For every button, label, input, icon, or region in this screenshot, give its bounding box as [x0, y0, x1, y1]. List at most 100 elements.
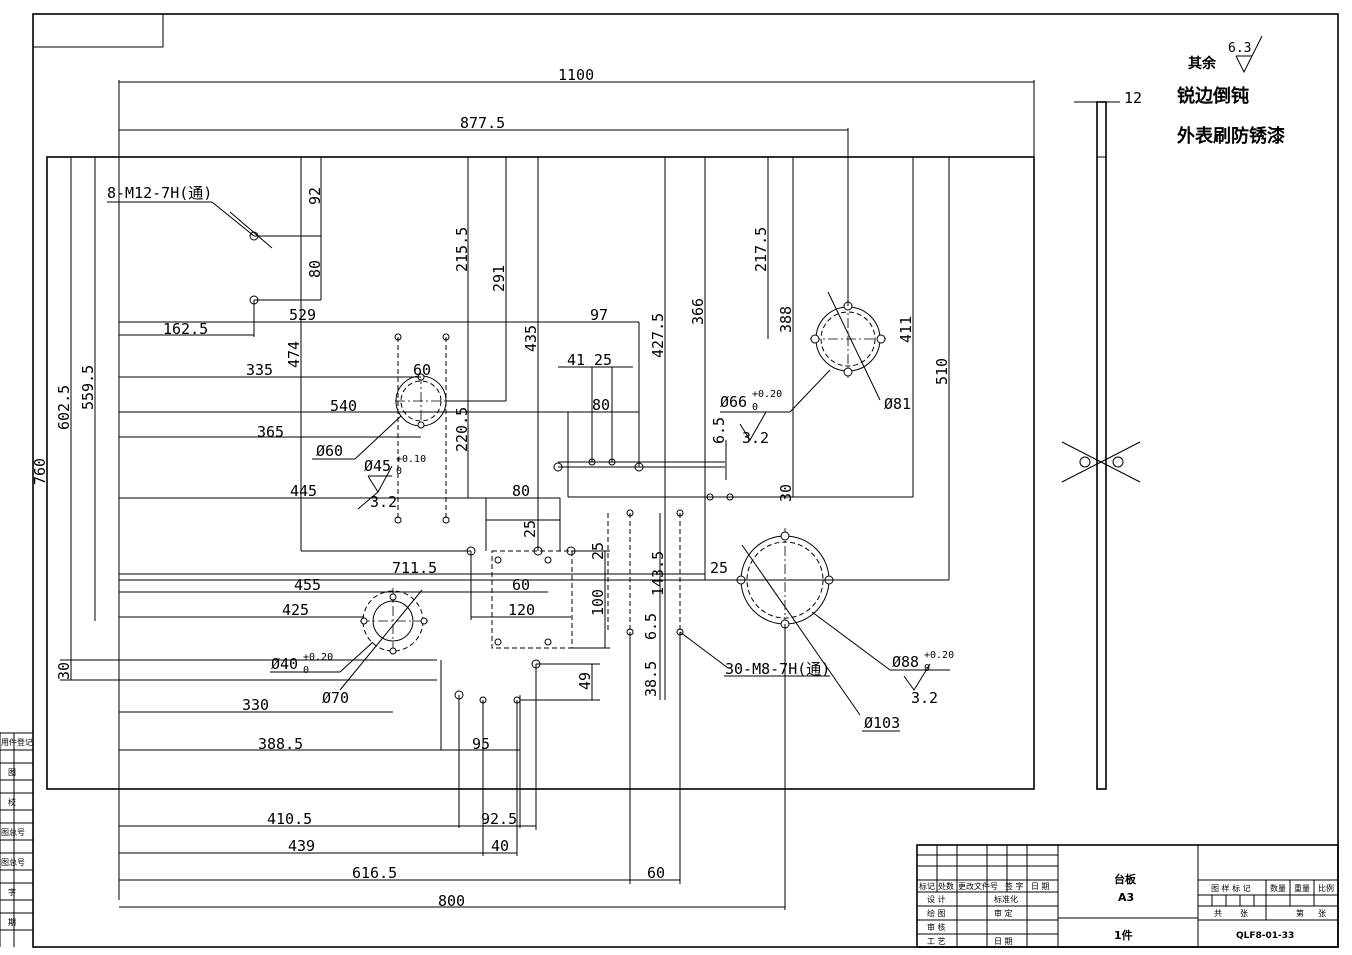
dim-425: 425 — [282, 601, 309, 619]
tb-part-name: 台板 — [1114, 872, 1137, 886]
callout-phi81: Ø81 — [884, 395, 911, 413]
tb-sheet-size: A3 — [1118, 891, 1134, 904]
callout-rough-b: 3.2 — [742, 429, 769, 447]
callout-phi66-tol-lo: 0 — [752, 402, 758, 413]
tb-header-3: 更改文件号 — [958, 881, 998, 891]
tb-sheets-4: 张 — [1318, 909, 1326, 918]
dim-143-5: 143.5 — [649, 551, 667, 596]
tb-role-2: 绘 图 — [927, 908, 946, 918]
dim-40: 40 — [491, 837, 509, 855]
callout-phi70: Ø70 — [322, 689, 349, 707]
dim-559-5: 559.5 — [79, 365, 97, 410]
tb-header-2: 处数 — [938, 881, 954, 891]
callout-phi66: Ø66 — [720, 393, 747, 411]
callout-phi45: Ø45 — [364, 457, 391, 475]
plate-outline — [46, 156, 1035, 790]
dim-455: 455 — [294, 576, 321, 594]
callout-phi60: Ø60 — [316, 442, 343, 460]
note-line-2: 外表刷防锈漆 — [1177, 125, 1285, 147]
dim-41: 41 — [567, 351, 585, 369]
dim-6-5b: 6.5 — [642, 613, 660, 640]
strip-label-4: 图总号 — [1, 827, 25, 837]
dimension-text: 1100 877.5 760 602.5 559.5 30 92 80 162.… — [31, 66, 951, 910]
callout-phi45-tol-up: +0.10 — [396, 454, 426, 465]
dim-97: 97 — [590, 306, 608, 324]
dim-60c: 60 — [647, 864, 665, 882]
note-line-1: 锐边倒钝 — [1177, 85, 1249, 107]
dim-60b: 60 — [512, 576, 530, 594]
dim-435: 435 — [522, 325, 540, 352]
dim-25b: 25 — [521, 520, 539, 538]
dim-120: 120 — [508, 601, 535, 619]
dim-25d: 25 — [710, 559, 728, 577]
dim-38-5: 38.5 — [642, 661, 660, 697]
callout-phi66-tol-up: +0.20 — [752, 389, 782, 400]
dim-1100: 1100 — [558, 66, 594, 84]
dim-25a: 25 — [594, 351, 612, 369]
dim-711-5: 711.5 — [392, 559, 437, 577]
dim-80c: 80 — [512, 482, 530, 500]
tb-stage-marks: 图 样 标 记 — [1211, 883, 1251, 893]
dim-92-5: 92.5 — [481, 810, 517, 828]
callout-rough-a: 3.2 — [370, 493, 397, 511]
strip-label-2: 图 — [8, 768, 16, 777]
dim-80a: 80 — [306, 260, 324, 278]
tb-quantity: 1件 — [1114, 928, 1133, 942]
dim-95: 95 — [472, 735, 490, 753]
dim-330: 330 — [242, 696, 269, 714]
strip-label-7: 期 — [8, 918, 16, 927]
dim-365: 365 — [257, 423, 284, 441]
dim-291: 291 — [490, 265, 508, 292]
dim-411: 411 — [897, 316, 915, 343]
callout-phi40-tol-up: +0.20 — [303, 652, 333, 663]
dim-30a: 30 — [777, 484, 795, 502]
callout-phi40: Ø40 — [271, 655, 298, 673]
dim-427-5: 427.5 — [649, 313, 667, 358]
dim-217-5: 217.5 — [752, 227, 770, 272]
tb-approval-1: 标准化 — [994, 894, 1018, 904]
dim-49: 49 — [576, 672, 594, 690]
title-block: 标记 处数 更改文件号 签 字 日 期 设 计 绘 图 审 核 工 艺 标准化 … — [916, 844, 1339, 948]
dim-92: 92 — [306, 187, 324, 205]
tb-role-1: 设 计 — [927, 894, 946, 904]
dim-366: 366 — [689, 298, 707, 325]
callout-phi88-tol-lo: 0 — [924, 663, 930, 674]
callout-thread-bottom: 30-M8-7H(通) — [725, 660, 830, 678]
dim-445: 445 — [290, 482, 317, 500]
dim-529: 529 — [289, 306, 316, 324]
callouts: 8-M12-7H(通) 30-M8-7H(通) Ø60 Ø45 +0.10 0 … — [107, 184, 954, 732]
strip-label-6: 字 — [8, 887, 16, 897]
tb-weight-3: 比例 — [1318, 883, 1334, 893]
callout-phi88-tol-up: +0.20 — [924, 650, 954, 661]
technical-notes: 其余 6.3 锐边倒钝 外表刷防锈漆 — [1177, 41, 1285, 147]
dim-335: 335 — [246, 361, 273, 379]
dim-410-5: 410.5 — [267, 810, 312, 828]
dim-760: 760 — [31, 458, 49, 485]
tb-weight-1: 数量 — [1270, 883, 1286, 893]
sheet-frame — [32, 13, 1339, 948]
dim-388-5: 388.5 — [258, 735, 303, 753]
callout-rough-c: 3.2 — [911, 689, 938, 707]
dim-215-5: 215.5 — [453, 227, 471, 272]
dim-616-5: 616.5 — [352, 864, 397, 882]
dim-80b: 80 — [592, 396, 610, 414]
tb-header-4: 签 字 — [1005, 881, 1024, 891]
callout-phi88: Ø88 — [892, 653, 919, 671]
tb-approval-2: 审 定 — [994, 908, 1013, 918]
dim-25c: 25 — [589, 542, 607, 560]
dim-12: 12 — [1124, 89, 1142, 107]
dim-602-5: 602.5 — [55, 385, 73, 430]
note-other-prefix: 其余 — [1188, 55, 1217, 72]
callout-phi103: Ø103 — [864, 714, 900, 732]
tb-role-3: 审 核 — [927, 922, 946, 932]
strip-label-5: 图总号 — [1, 857, 25, 867]
features — [229, 211, 886, 716]
tb-weight-2: 重量 — [1294, 883, 1310, 893]
dim-162-5: 162.5 — [163, 320, 208, 338]
strip-label-3: 校 — [8, 797, 16, 807]
tb-sheets-2: 张 — [1240, 909, 1248, 918]
dim-439: 439 — [288, 837, 315, 855]
left-stamp-strip: 用件登记 图 校 图总号 图总号 字 期 — [0, 732, 33, 947]
tb-approval-3: 日 期 — [994, 937, 1013, 946]
dim-474: 474 — [285, 341, 303, 368]
